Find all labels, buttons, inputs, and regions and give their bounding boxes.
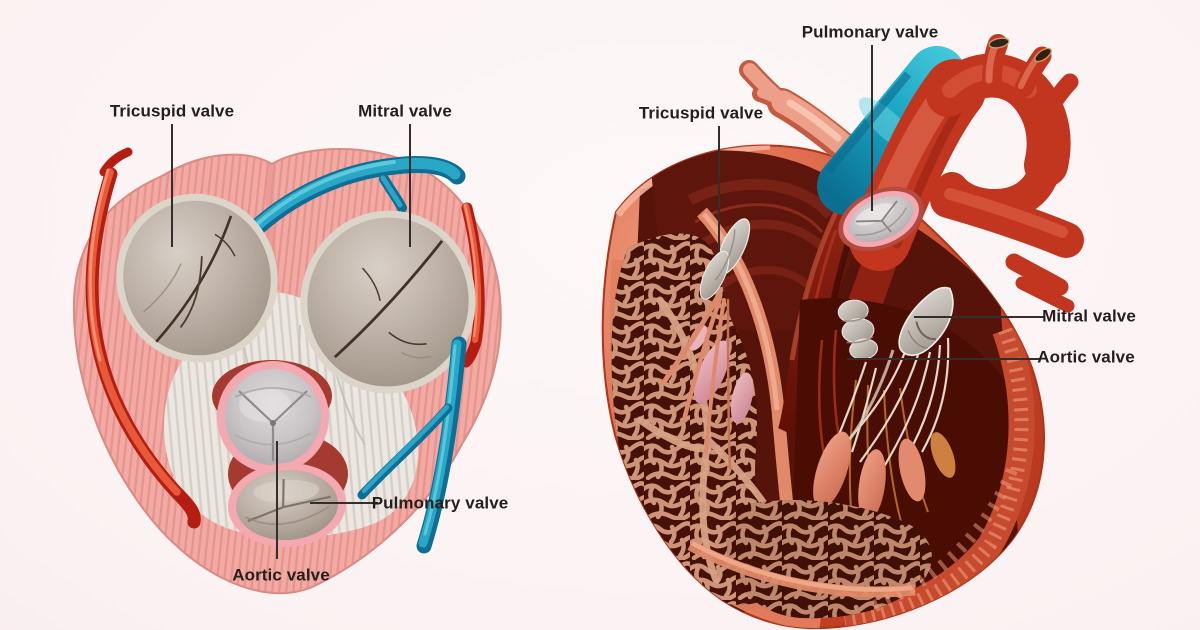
tricuspid-valve-superior [116,193,278,363]
leader-pulmonary-section [871,45,873,211]
aortic-valve-section [837,299,879,360]
leader-pulmonary-superior [310,502,378,504]
label-aortic-valve-section: Aortic valve [1037,347,1135,367]
leader-aortic-section [847,358,1041,360]
label-aortic-valve-superior: Aortic valve [232,565,330,585]
coronary-artery-left [85,147,201,529]
label-pulmonary-valve-superior: Pulmonary valve [371,493,509,513]
leader-mitral-superior [409,124,411,247]
superior-view-heart [72,147,502,595]
label-tricuspid-valve-section: Tricuspid valve [638,103,764,123]
label-mitral-valve-superior: Mitral valve [358,101,452,121]
label-mitral-valve-section: Mitral valve [1042,306,1136,326]
leader-tricuspid-superior [171,124,173,247]
aortic-valve-superior [217,361,329,473]
pulmonary-valve-section [838,186,924,252]
label-tricuspid-valve-superior: Tricuspid valve [109,101,235,121]
label-pulmonary-valve-section: Pulmonary valve [801,22,939,42]
papillary-muscles-lv [813,431,956,521]
cardiac-vein-lower [357,336,467,554]
tricuspid-valve-section [699,218,751,300]
heart-interior [609,145,1035,629]
cross-section-heart [601,34,1084,630]
right-pulmonary-veins [739,60,857,161]
pulmonary-valve-superior [228,462,346,548]
mitral-valve-superior [300,210,476,394]
cardiac-vein-top [243,155,466,241]
mitral-valve-section [898,286,954,356]
tricuspid-chordae [661,293,732,470]
leader-mitral-section [914,316,1044,318]
leader-aortic-superior [276,441,278,559]
papillary-muscle-rv [693,340,731,404]
coronary-artery-right [460,202,485,368]
leader-tricuspid-section [718,126,720,252]
